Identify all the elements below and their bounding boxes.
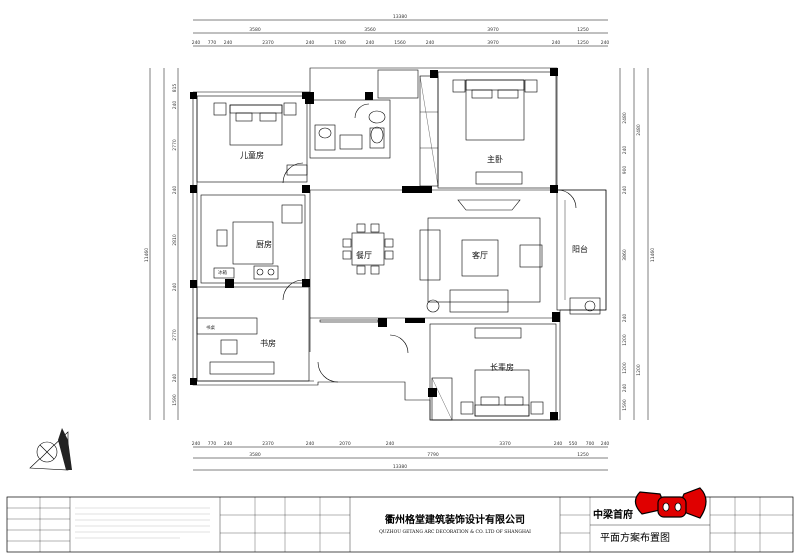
right-dim: 240 [622, 186, 628, 195]
bottom-row1-dim: 3370 [499, 441, 511, 447]
room-label-living: 客厅 [472, 250, 488, 260]
right-overall-dim: 11460 [650, 248, 656, 262]
left-dim: 240 [172, 101, 178, 110]
top-row2-dim: 2370 [262, 40, 274, 46]
company-name-en: QUZHOU GETANG ARC DECORATION & CO. LTD O… [379, 529, 531, 535]
room-label-dining: 餐厅 [356, 251, 372, 260]
top-row2-dim: 770 [208, 40, 217, 46]
left-dim: 240 [172, 374, 178, 383]
top-row1-dim: 3560 [364, 27, 376, 33]
bottom-row1-dim: 700 [586, 441, 595, 447]
compass-logo-icon [29, 428, 72, 471]
bottom-row2-dim: 3580 [249, 452, 261, 458]
top-row2-dim: 240 [426, 40, 435, 46]
room-label-study: 书房 [260, 338, 276, 348]
balcony-furniture [564, 200, 601, 315]
bottom-row1-dim: 240 [192, 441, 201, 447]
top-row1-dim: 1250 [577, 27, 589, 33]
fridge-label: 冰箱 [218, 269, 227, 276]
right-dim: 1200 [622, 362, 628, 374]
bottom-row1-dim: 770 [208, 441, 217, 447]
dining-furniture [342, 223, 394, 275]
bottom-row1-dim: 240 [306, 441, 315, 447]
left-dim: 1590 [172, 394, 178, 406]
left-dimensions: 815 240 2770 240 2810 240 2770 240 1590 … [144, 68, 179, 420]
bottom-dimensions: 240 770 240 2370 240 2070 240 3370 240 5… [192, 441, 610, 471]
top-row1-dim: 3580 [249, 27, 261, 33]
right-dim: 240 [622, 384, 628, 393]
left-dim: 240 [172, 283, 178, 292]
desk-label: 书桌 [206, 324, 215, 331]
top-row2-dim: 1780 [334, 40, 346, 46]
bottom-row1-dim: 240 [601, 441, 610, 447]
left-dim: 2770 [172, 139, 178, 151]
top-row2-dim: 240 [552, 40, 561, 46]
top-overall-dim: 13380 [393, 14, 407, 20]
top-row2-dim: 1250 [577, 40, 589, 46]
right-dim: 1200 [622, 334, 628, 346]
right-dim: 2480 [636, 124, 642, 136]
top-row2-dim: 240 [192, 40, 201, 46]
top-row2-dim: 240 [366, 40, 375, 46]
bottom-row1-dim: 2070 [339, 441, 351, 447]
master-bedroom-furniture [452, 79, 538, 185]
top-dimensions: 13380 3580 3560 3970 1250 240 770 240 23… [192, 14, 610, 47]
top-row2-dim: 240 [306, 40, 315, 46]
room-label-kitchen: 厨房 [256, 239, 272, 249]
right-dim: 900 [622, 166, 628, 175]
room-label-children: 儿童房 [240, 150, 264, 160]
door-swings [282, 103, 577, 383]
left-dim: 815 [172, 84, 178, 93]
room-label-balcony: 阳台 [572, 244, 588, 254]
right-dim: 2480 [622, 112, 628, 124]
room-label-elder: 长辈房 [490, 362, 514, 372]
room-labels: 儿童房 主卧 厨房 餐厅 客厅 阳台 书房 长辈房 书桌 冰箱 [206, 150, 588, 372]
project-name: 中梁首府 [593, 508, 633, 521]
top-row2-dim: 240 [601, 40, 610, 46]
top-row2-dim: 240 [224, 40, 233, 46]
right-dim: 240 [622, 146, 628, 155]
bottom-row2-dim: 7790 [427, 452, 439, 458]
right-dim: 1590 [622, 399, 628, 411]
right-dimensions: 2480 240 900 240 3860 240 1200 1200 240 … [619, 68, 656, 420]
study-furniture [196, 317, 275, 375]
company-name-cn: 衢州格堂建筑装饰设计有限公司 [385, 513, 525, 526]
bottom-overall-dim: 13380 [393, 464, 407, 470]
top-row1-dim: 3970 [487, 27, 499, 33]
left-overall-dim: 11460 [144, 248, 150, 262]
living-room-furniture [319, 199, 543, 323]
top-row2-dim: 1560 [394, 40, 406, 46]
right-dim: 1200 [636, 364, 642, 376]
left-dim: 240 [172, 186, 178, 195]
bottom-row1-dim: 550 [569, 441, 578, 447]
bottom-row1-dim: 2370 [262, 441, 274, 447]
bathroom-fixtures [314, 110, 386, 151]
children-room-furniture [213, 102, 308, 176]
elder-room-furniture [460, 327, 544, 417]
room-label-master-bedroom: 主卧 [487, 154, 503, 164]
kitchen-furniture [213, 204, 303, 280]
red-bow-stamp-icon [634, 487, 707, 519]
bottom-row1-dim: 240 [554, 441, 563, 447]
top-row2-dim: 3970 [487, 40, 499, 46]
walls [192, 67, 607, 421]
right-dim: 240 [622, 314, 628, 323]
bottom-row1-dim: 240 [224, 441, 233, 447]
columns [190, 68, 560, 420]
title-block: 衢州格堂建筑装饰设计有限公司 QUZHOU GETANG ARC DECORAT… [6, 496, 794, 553]
right-dim: 3860 [622, 249, 628, 261]
drawing-title: 平面方案布置图 [600, 531, 670, 544]
left-dim: 2770 [172, 329, 178, 341]
bottom-row1-dim: 240 [386, 441, 395, 447]
left-dim: 2810 [172, 234, 178, 246]
bottom-row2-dim: 1250 [577, 452, 589, 458]
